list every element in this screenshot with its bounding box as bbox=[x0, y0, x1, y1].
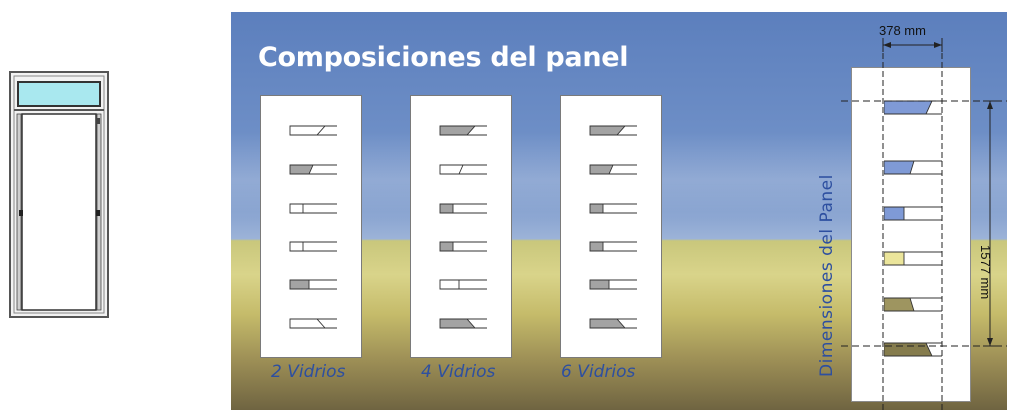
glass-slot bbox=[261, 201, 361, 217]
dimension-glass-slot bbox=[884, 100, 942, 115]
panel-6-glass bbox=[560, 95, 662, 358]
dimension-glass-slot bbox=[884, 206, 942, 221]
glass-slot bbox=[561, 239, 661, 255]
dimension-glass-slot bbox=[884, 342, 942, 357]
dimension-glass-slot bbox=[884, 160, 942, 175]
height-dimension-label: 1577 mm bbox=[978, 245, 993, 300]
glass-slot bbox=[411, 162, 511, 178]
panel-caption-4: 4 Vidrios bbox=[421, 362, 496, 382]
panel-caption-6: 6 Vidrios bbox=[561, 362, 636, 382]
glass-slot bbox=[411, 123, 511, 139]
glass-slot bbox=[261, 123, 361, 139]
glass-slot bbox=[411, 316, 511, 332]
dimension-panel bbox=[851, 67, 971, 402]
panel-4-glass bbox=[410, 95, 512, 358]
width-dimension-label: 378 mm bbox=[879, 23, 926, 38]
glass-slot bbox=[561, 201, 661, 217]
panel-dimensions-label: Dimensiones del Panel bbox=[817, 174, 837, 377]
panel-2-glass bbox=[260, 95, 362, 358]
door-with-transom-icon bbox=[9, 71, 109, 318]
glass-slot bbox=[561, 123, 661, 139]
glass-slot bbox=[411, 239, 511, 255]
glass-slot bbox=[261, 277, 361, 293]
glass-slot bbox=[261, 316, 361, 332]
panel-compositions-scene: Composiciones del panel 2 Vidrios 4 Vidr… bbox=[231, 12, 1007, 410]
glass-slot bbox=[261, 239, 361, 255]
glass-slot bbox=[561, 316, 661, 332]
panel-caption-2: 2 Vidrios bbox=[271, 362, 346, 382]
dimension-glass-slot bbox=[884, 251, 942, 266]
page-title: Composiciones del panel bbox=[258, 42, 629, 73]
glass-slot bbox=[561, 162, 661, 178]
glass-slot bbox=[561, 277, 661, 293]
glass-slot bbox=[411, 201, 511, 217]
glass-slot bbox=[261, 162, 361, 178]
glass-slot bbox=[411, 277, 511, 293]
dimension-glass-slot bbox=[884, 297, 942, 312]
